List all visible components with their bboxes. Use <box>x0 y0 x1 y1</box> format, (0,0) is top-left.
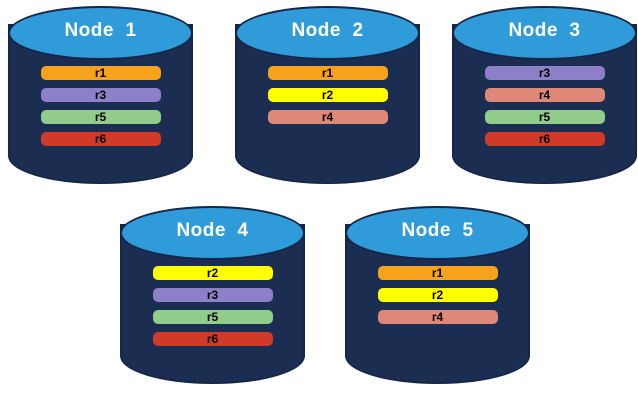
shard-bar[interactable]: r3 <box>40 88 161 102</box>
shard-bar[interactable]: r3 <box>484 66 605 80</box>
shard-bar[interactable]: r2 <box>267 88 388 102</box>
shard-bar[interactable]: r5 <box>152 310 273 324</box>
node-cylinder-1[interactable]: Node 1 r1 r3 r5 r6 <box>8 6 193 196</box>
node-title: Node 5 <box>401 220 474 241</box>
shard-bar[interactable]: r1 <box>40 66 161 80</box>
shard-list: r1 r2 r4 <box>345 266 530 324</box>
shard-list: r3 r4 r5 r6 <box>452 66 637 146</box>
cylinder-top <box>8 6 193 60</box>
shard-bar[interactable]: r6 <box>40 132 161 146</box>
shard-list: r1 r2 r4 <box>235 66 420 124</box>
node-cylinder-5[interactable]: Node 5 r1 r2 r4 <box>345 206 530 396</box>
shard-bar[interactable]: r1 <box>267 66 388 80</box>
node-cylinder-3[interactable]: Node 3 r3 r4 r5 r6 <box>452 6 637 196</box>
cylinder-top <box>345 206 530 260</box>
cylinder-top <box>452 6 637 60</box>
node-title: Node 4 <box>176 220 249 241</box>
node-cylinder-2[interactable]: Node 2 r1 r2 r4 <box>235 6 420 196</box>
shard-bar[interactable]: r5 <box>40 110 161 124</box>
shard-bar[interactable]: r5 <box>484 110 605 124</box>
shard-bar[interactable]: r1 <box>377 266 498 280</box>
shard-bar[interactable]: r4 <box>377 310 498 324</box>
cylinder-top <box>120 206 305 260</box>
node-cylinder-4[interactable]: Node 4 r2 r3 r5 r6 <box>120 206 305 396</box>
shard-bar[interactable]: r4 <box>267 110 388 124</box>
node-title: Node 3 <box>508 20 581 41</box>
shard-bar[interactable]: r4 <box>484 88 605 102</box>
node-title: Node 2 <box>291 20 364 41</box>
shard-list: r1 r3 r5 r6 <box>8 66 193 146</box>
shard-bar[interactable]: r2 <box>377 288 498 302</box>
shard-bar[interactable]: r2 <box>152 266 273 280</box>
shard-bar[interactable]: r6 <box>484 132 605 146</box>
shard-bar[interactable]: r3 <box>152 288 273 302</box>
shard-bar[interactable]: r6 <box>152 332 273 346</box>
shard-list: r2 r3 r5 r6 <box>120 266 305 346</box>
node-title: Node 1 <box>64 20 137 41</box>
cylinder-top <box>235 6 420 60</box>
